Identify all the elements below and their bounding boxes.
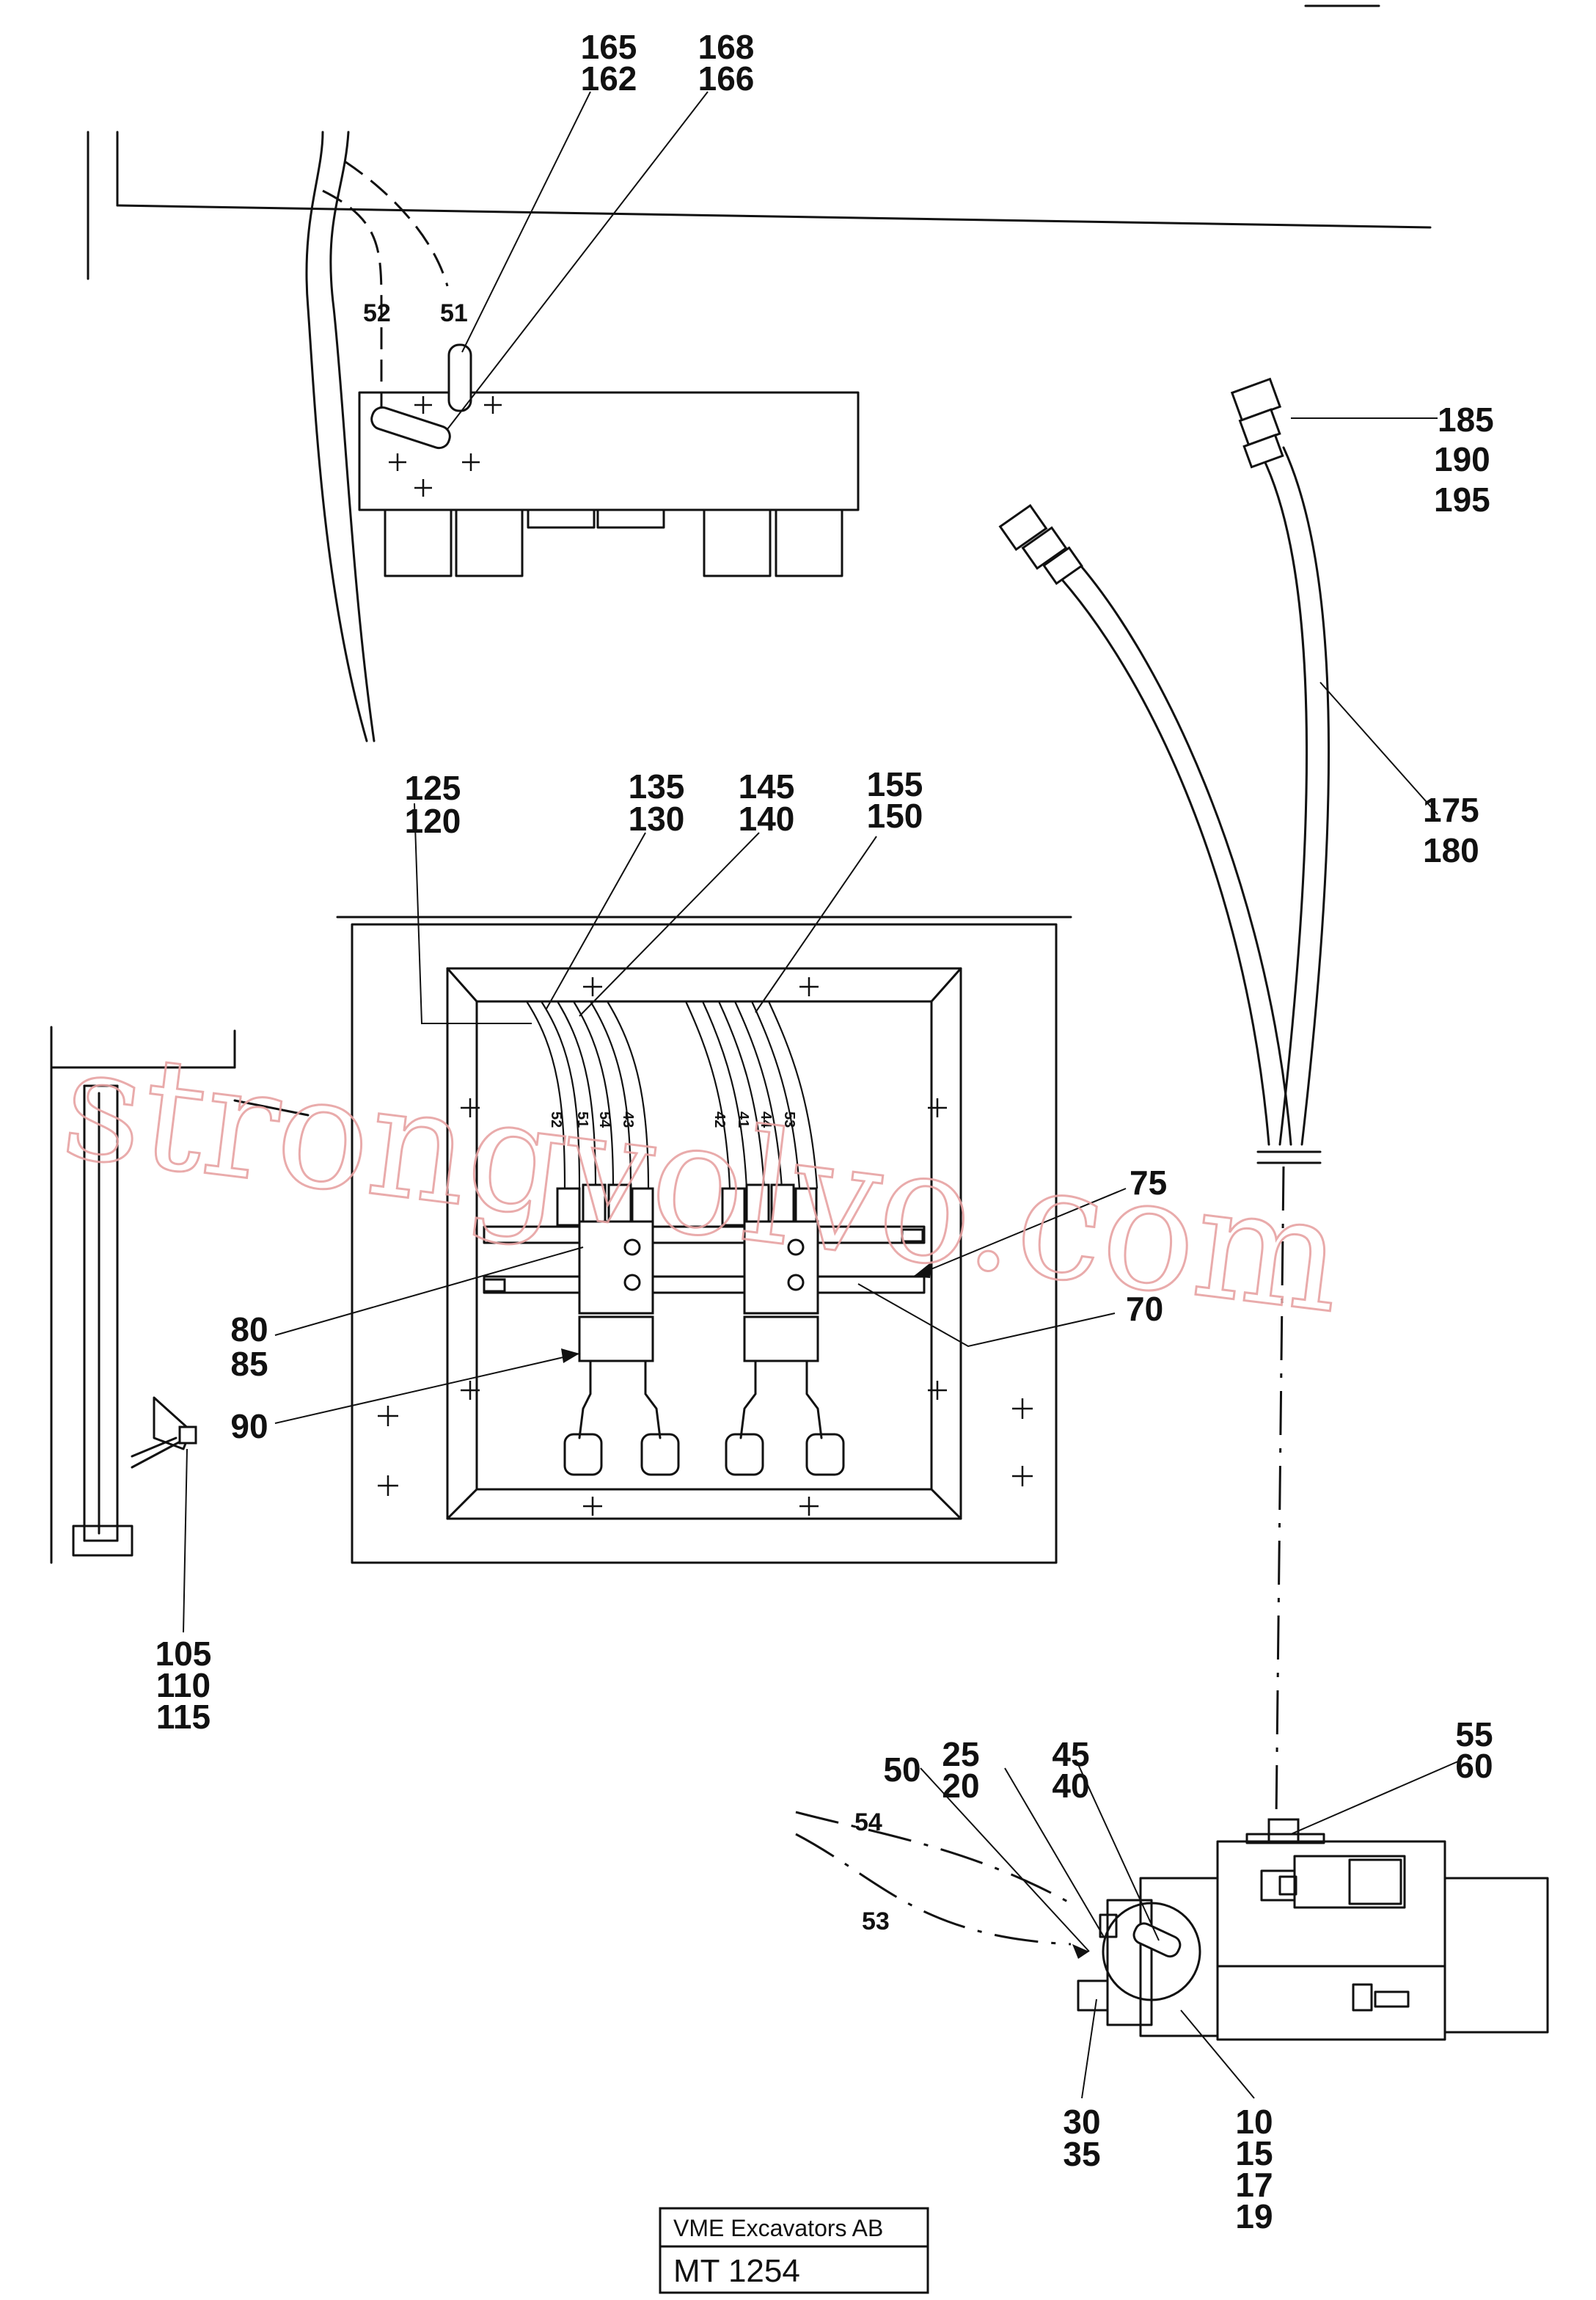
callout-90: 90: [230, 1407, 268, 1445]
callout-40: 40: [1052, 1767, 1089, 1805]
callout-140: 140: [739, 800, 795, 838]
callout-25: 25: [942, 1735, 979, 1773]
callout-70: 70: [1126, 1290, 1163, 1328]
callout-195: 195: [1434, 481, 1490, 519]
upper-floor-section: 52 51: [87, 91, 1432, 742]
hose-mark-53-bottom: 53: [862, 1907, 890, 1935]
watermark: strongvolvo.com: [54, 1012, 1352, 1348]
callout-110: 110: [156, 1666, 211, 1704]
callout-60: 60: [1455, 1747, 1493, 1785]
callout-17: 17: [1235, 2166, 1273, 2204]
callout-180: 180: [1423, 831, 1479, 869]
callout-10: 10: [1235, 2103, 1273, 2141]
panel-hose-mark-43: 43: [620, 1111, 636, 1128]
title-block-company: VME Excavators AB: [673, 2215, 883, 2241]
left-pedal-valve: [556, 1183, 680, 1476]
pump-valve-assembly: 54 53: [795, 1760, 1549, 2099]
callout-155: 155: [867, 765, 923, 803]
panel-hose-mark-42: 42: [711, 1111, 728, 1128]
callout-30: 30: [1063, 2103, 1100, 2141]
callout-165: 165: [581, 28, 637, 66]
callout-19: 19: [1235, 2197, 1273, 2235]
callout-105: 105: [155, 1635, 212, 1673]
panel-hose-mark-44: 44: [758, 1111, 774, 1128]
callout-20: 20: [942, 1767, 979, 1805]
callout-115: 115: [156, 1698, 211, 1736]
callout-145: 145: [739, 767, 795, 806]
callout-85: 85: [230, 1345, 268, 1383]
hose-mark-51: 51: [440, 299, 468, 327]
callout-185: 185: [1438, 401, 1494, 439]
title-block: VME Excavators AB MT 1254: [659, 2207, 929, 2294]
callout-45: 45: [1052, 1735, 1089, 1773]
panel-hose-mark-54: 54: [596, 1111, 612, 1128]
panel-hose-mark-41: 41: [735, 1111, 751, 1128]
hose-assembly: [998, 377, 1438, 1820]
callout-120: 120: [405, 802, 461, 840]
hose-mark-54-bottom: 54: [854, 1808, 882, 1836]
hose-mark-52: 52: [363, 299, 391, 327]
callout-175: 175: [1423, 791, 1479, 829]
callout-130: 130: [629, 800, 685, 838]
floor-panel: 52 51 54 43 42 41 44 53: [274, 803, 1127, 1564]
callout-190: 190: [1434, 440, 1490, 478]
callout-168: 168: [698, 28, 755, 66]
callout-75: 75: [1130, 1164, 1167, 1202]
callout-50: 50: [883, 1750, 920, 1789]
cab-side-wall: [50, 1026, 310, 1633]
callout-166: 166: [698, 59, 755, 98]
callout-80: 80: [230, 1310, 268, 1348]
panel-hose-mark-52: 52: [548, 1111, 564, 1128]
callout-162: 162: [581, 59, 637, 98]
callout-15: 15: [1235, 2134, 1273, 2172]
callout-135: 135: [629, 767, 685, 806]
callout-55: 55: [1455, 1715, 1493, 1753]
pedal-valve-block: [358, 391, 860, 511]
panel-hose-mark-53: 53: [781, 1111, 797, 1128]
panel-hose-mark-51: 51: [574, 1111, 590, 1128]
right-pedal-valve: [721, 1183, 845, 1476]
title-block-drawing-number: MT 1254: [673, 2253, 800, 2289]
callout-35: 35: [1063, 2135, 1100, 2173]
callout-150: 150: [867, 797, 923, 835]
callout-125: 125: [405, 769, 461, 807]
